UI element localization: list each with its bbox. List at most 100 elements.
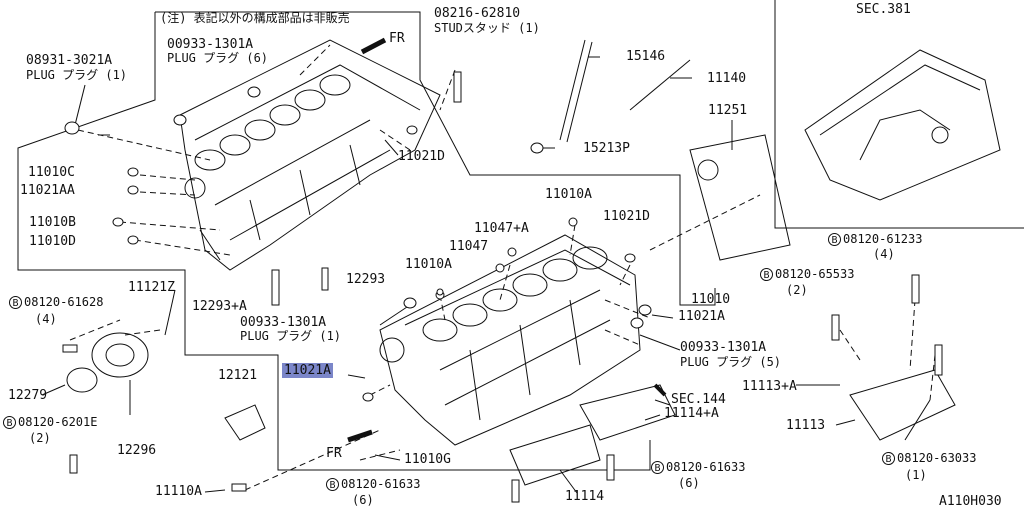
note-text: (注) 表記以外の構成部品は非販売	[160, 11, 350, 25]
part-11113[interactable]: 11113	[786, 418, 826, 433]
part-12121	[224, 404, 266, 441]
part-12279[interactable]: 12279	[8, 388, 48, 403]
bolt-number: 08120-63033	[897, 451, 977, 465]
part-12121[interactable]: 12121	[218, 368, 258, 383]
part-11021d-mid[interactable]: 11021D	[603, 209, 650, 224]
part-11010d[interactable]: 11010D	[29, 234, 76, 249]
part-00933-mid-desc: PLUG プラグ (1)	[240, 329, 342, 343]
bolt-number: 08120-61633	[341, 477, 421, 491]
stud-bolt	[453, 71, 462, 103]
part-11140[interactable]: 11140	[707, 71, 747, 86]
bolt-number: 08120-65533	[775, 267, 855, 281]
sec144-label[interactable]: SEC.144	[671, 392, 726, 407]
bolt-mark-icon: B	[651, 461, 664, 474]
part-12296[interactable]: 12296	[117, 443, 157, 458]
bolt-mark-icon: B	[3, 416, 16, 429]
bolt-63033	[934, 344, 943, 376]
sec381-label[interactable]: SEC.381	[856, 2, 911, 17]
bolt-mark-icon: B	[882, 452, 895, 465]
dipstick	[559, 39, 593, 143]
part-11110a[interactable]: 11110A	[155, 484, 202, 499]
bolt-6201e	[69, 454, 78, 474]
part-12293[interactable]: 12293	[346, 272, 386, 287]
seal-retainer	[91, 332, 149, 378]
bolt-qty: (2)	[786, 283, 808, 297]
dipstick-tube	[629, 59, 691, 111]
bolt-61628	[62, 344, 78, 353]
part-11021aa[interactable]: 11021AA	[20, 183, 75, 198]
diagram-id-code: A110H030	[939, 494, 1002, 509]
bolt-61633a	[511, 479, 520, 503]
part-00933-top[interactable]: 00933-1301A	[167, 37, 254, 52]
part-00933-top-desc: PLUG プラグ (6)	[167, 51, 269, 65]
frame-line	[17, 12, 651, 471]
part-11047-a[interactable]: 11047+A	[474, 221, 529, 236]
part-15213p[interactable]: 15213P	[583, 141, 630, 156]
bolt-61633b	[606, 454, 615, 481]
part-11010c[interactable]: 11010C	[28, 165, 75, 180]
upper-cylinder-block	[179, 39, 441, 271]
part-11121z[interactable]: 11121Z	[128, 280, 175, 295]
bolt-qty: (6)	[678, 476, 700, 490]
bolt-number: 08120-61628	[24, 295, 104, 309]
part-11021d-top[interactable]: 11021D	[398, 149, 445, 164]
bolt-mark-icon: B	[9, 296, 22, 309]
pin-11110a	[231, 483, 247, 492]
bolt-number: 08120-61233	[843, 232, 923, 246]
frame-line	[155, 11, 716, 306]
bolt-mark-icon: B	[326, 478, 339, 491]
bolt-qty: (2)	[29, 431, 51, 445]
bolt-61233	[911, 274, 920, 304]
baffle-upper	[579, 384, 676, 441]
part-11047[interactable]: 11047	[449, 239, 489, 254]
baffle-lower	[509, 424, 601, 486]
fr-bottom-label: FR	[326, 446, 342, 461]
bolt-number: 08120-61633	[666, 460, 746, 474]
part-11114[interactable]: 11114	[565, 489, 605, 504]
main-cylinder-block	[379, 234, 641, 446]
part-00933-right[interactable]: 00933-1301A	[680, 340, 767, 355]
bolt-12293	[321, 267, 329, 291]
bolt-qty: (1)	[905, 468, 927, 482]
oil-pan	[804, 49, 1001, 201]
bolt-qty: (4)	[873, 247, 895, 261]
bolt-mark-icon: B	[760, 268, 773, 281]
part-11010[interactable]: 11010	[691, 292, 731, 307]
part-11021a-right[interactable]: 11021A	[678, 309, 725, 324]
highlight-label: 11021A	[282, 363, 333, 378]
part-00933-right-desc: PLUG プラグ (5)	[680, 355, 782, 369]
part-11113-a[interactable]: 11113+A	[742, 379, 797, 394]
fr-top-label: FR	[389, 31, 405, 46]
bolt-12293a	[271, 269, 280, 306]
oil-seal	[66, 367, 98, 393]
part-12293-a[interactable]: 12293+A	[192, 299, 247, 314]
part-00933-mid[interactable]: 00933-1301A	[240, 315, 327, 330]
part-08931-desc: PLUG プラグ (1)	[26, 68, 128, 82]
part-11010g[interactable]: 11010G	[404, 452, 451, 467]
part-11021a-highlight[interactable]: 11021A	[282, 363, 333, 378]
part-11251[interactable]: 11251	[708, 103, 748, 118]
part-11114-a[interactable]: 11114+A	[664, 406, 719, 421]
fr-arrow-top	[360, 37, 387, 55]
part-15146[interactable]: 15146	[626, 49, 666, 64]
part-08216-62810[interactable]: 08216-62810	[434, 6, 521, 21]
bolt-65533	[831, 314, 840, 341]
part-11010a-1[interactable]: 11010A	[545, 187, 592, 202]
plug-08931	[64, 121, 80, 135]
part-11010b[interactable]: 11010B	[29, 215, 76, 230]
baffle-right	[849, 369, 956, 441]
part-11010a-2[interactable]: 11010A	[405, 257, 452, 272]
bolt-qty: (6)	[352, 493, 374, 507]
fr-arrow-bottom	[347, 429, 373, 443]
part-08931-3021a[interactable]: 08931-3021A	[26, 53, 113, 68]
part-08216-desc: STUDスタッド (1)	[434, 21, 540, 35]
bolt-number: 08120-6201E	[18, 415, 98, 429]
